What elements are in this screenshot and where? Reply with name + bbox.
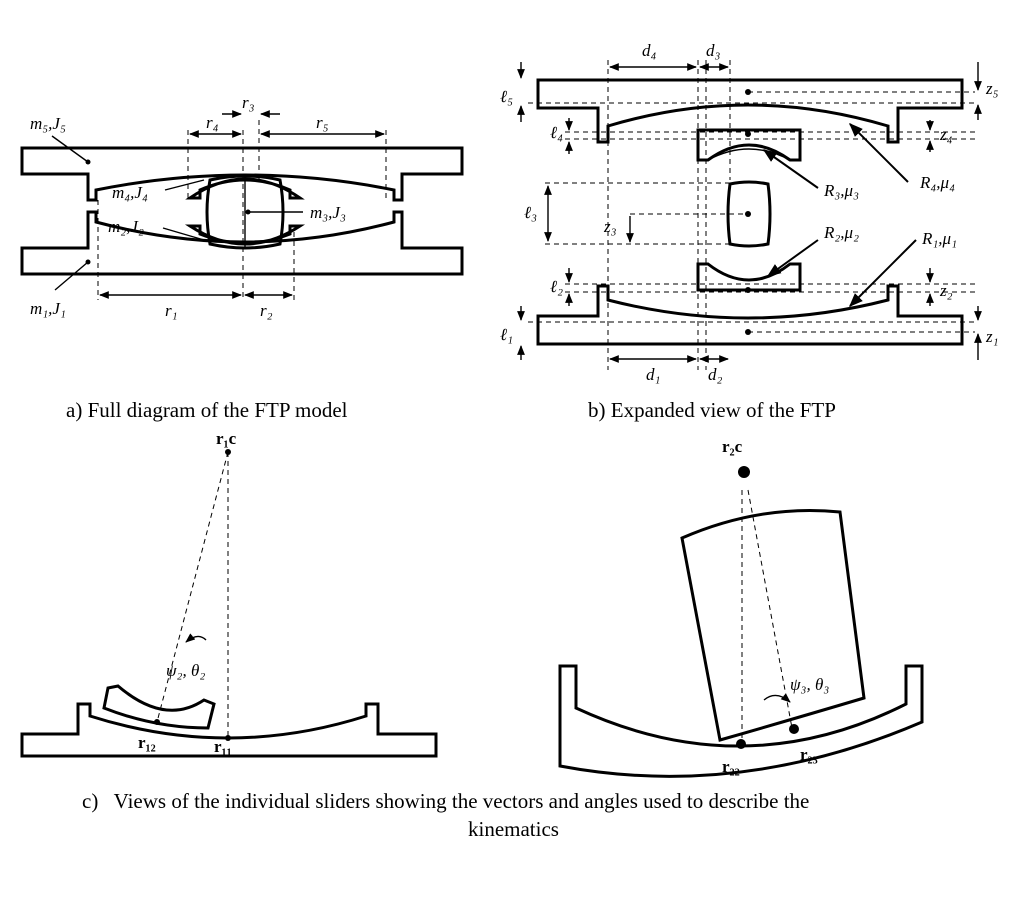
caption-c-line1: c) Views of the individual sliders showi… [82,789,809,813]
label-r4: r₄ [206,113,219,132]
c-left-plate [20,702,438,758]
panel-c-left-slider: r₁c ψ₂, θ₂ r₁₂ r₁₁ [20,429,438,758]
label-r1: r₁ [165,301,178,320]
label-R2: R₂,μ₂ [823,223,859,242]
label-d1: d₁ [646,365,660,384]
label-r1c: r₁c [216,429,237,448]
label-R1: R₁,μ₁ [921,229,957,248]
label-d2: d₂ [708,365,723,384]
label-d4: d₄ [642,41,657,60]
label-l2: ℓ₂ [550,277,563,296]
label-psi2: ψ₂, θ₂ [166,661,205,680]
top-plate [20,146,464,202]
b-bottom-plate [536,284,964,346]
label-R3: R₃,μ₃ [823,181,859,200]
lower-slider-m2 [184,224,306,246]
label-z3: z₃ [603,217,617,236]
caption-a: a) Full diagram of the FTP model [66,398,348,422]
upper-slider-m4 [185,177,305,200]
caption-c-line2: kinematics [468,817,559,841]
panel-c-right-slider: r₂c ψ₃, θ₃ r₂₂ r₂₃ [558,437,924,778]
b-central-slider [726,180,772,248]
panel-b-expanded-view: d₄ d₃ d₁ d₂ ℓ₅ ℓ₄ ℓ₃ ℓ₂ ℓ₁ z₃ z₅ z₄ z₂ z… [500,41,999,422]
label-m3: m₃,J₃ [310,203,346,222]
b-upper-slider [696,128,802,162]
label-r2: r₂ [260,301,273,320]
caption-b: b) Expanded view of the FTP [588,398,836,422]
label-r11: r₁₁ [214,737,232,756]
label-l4: ℓ₄ [550,123,563,142]
panel-a-full-diagram: m₅,J₅ m₄,J₄ m₂,J₂ m₃,J₃ m₁,J₁ r₁ r₂ r₃ r… [20,93,464,422]
label-l1: ℓ₁ [500,325,513,344]
label-r23: r₂₃ [800,745,818,764]
c-right-cylinder [680,509,866,742]
c-right-bowl [558,664,924,778]
label-m1: m₁,J₁ [30,299,66,318]
label-r12: r₁₂ [138,733,156,752]
label-d3: d₃ [706,41,721,60]
label-m4: m₄,J₄ [112,183,148,202]
label-R4: R₄,μ₄ [919,173,955,192]
label-l5: ℓ₅ [500,87,513,106]
label-r5: r₅ [316,113,329,132]
label-r22: r₂₂ [722,757,740,776]
label-psi3: ψ₃, θ₃ [790,675,829,694]
label-z4: z₄ [939,125,953,144]
label-z5: z₅ [985,79,999,98]
label-m5: m₅,J₅ [30,114,66,133]
label-m2: m₂,J₂ [108,217,144,236]
c-left-slider [102,684,216,730]
label-z1: z₁ [985,327,999,346]
label-z2: z₂ [939,281,953,300]
b-lower-slider [696,262,802,292]
label-l3: ℓ₃ [524,203,537,222]
label-r2c: r₂c [722,437,743,456]
label-r3: r₃ [242,93,255,112]
